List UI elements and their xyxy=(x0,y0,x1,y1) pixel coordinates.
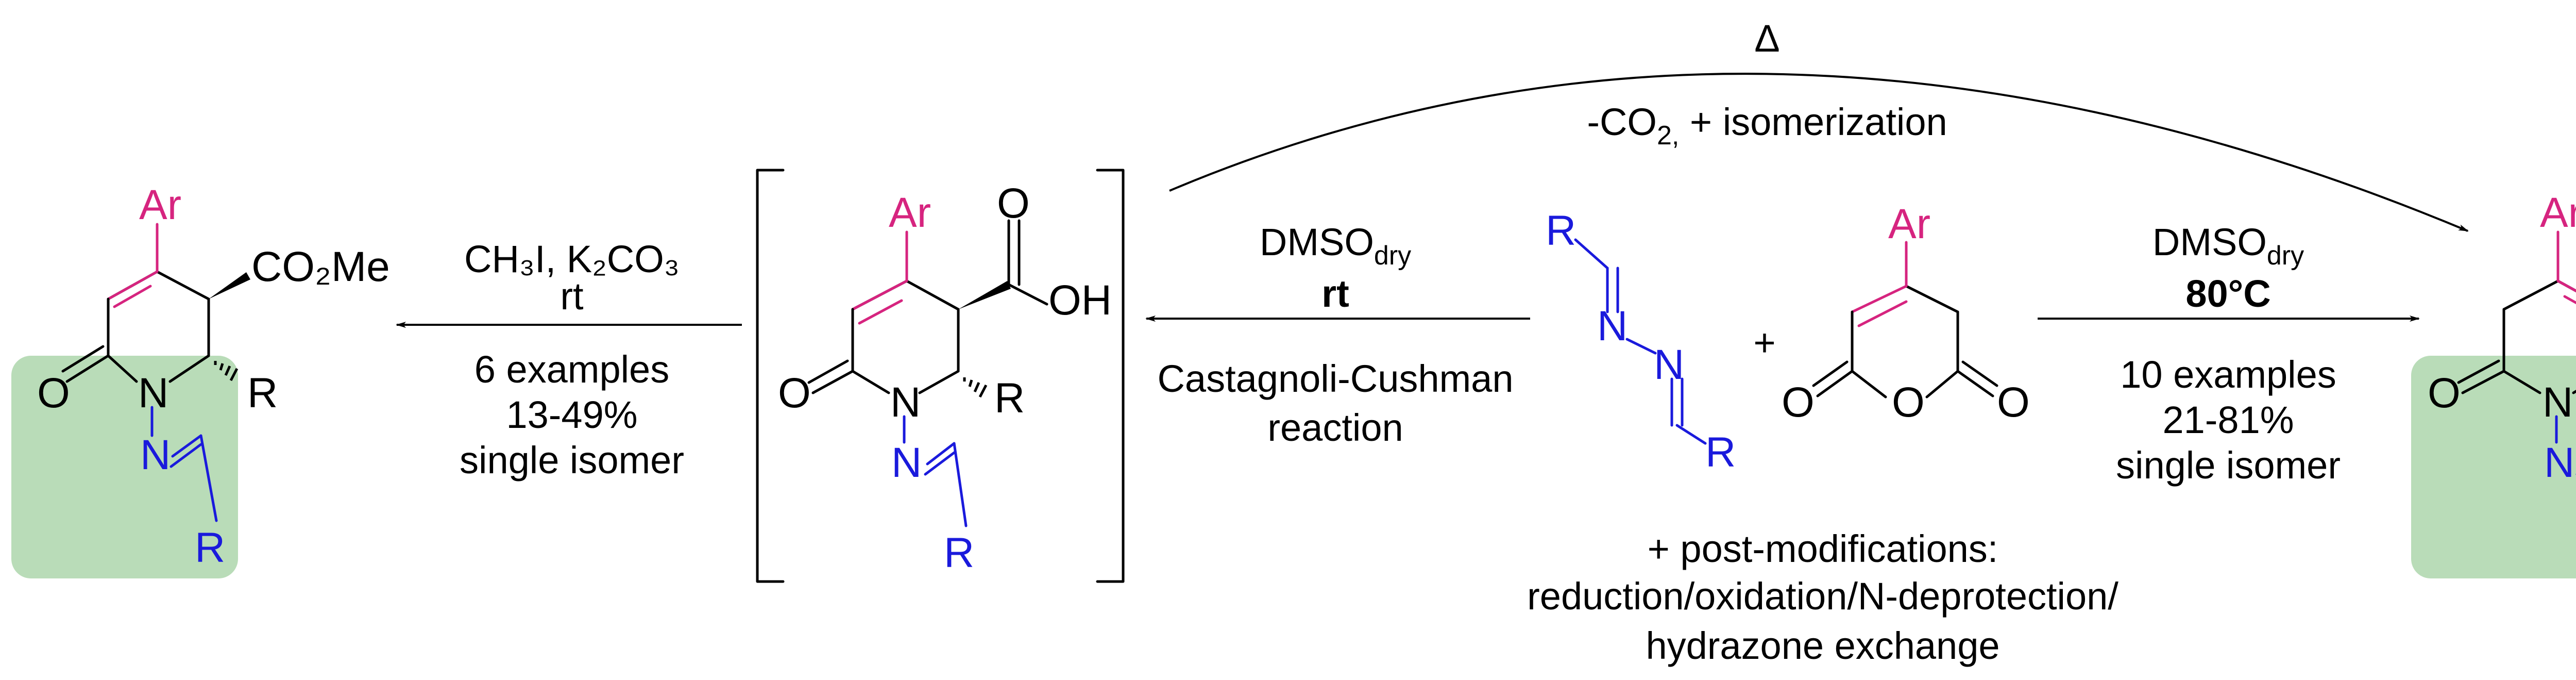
hydroxyl-label: OH xyxy=(1048,277,1112,324)
carbonyl-oxygen-right-label: O xyxy=(1997,379,2030,426)
ring-oxygen-label: O xyxy=(1892,379,1925,426)
aryl-label: Ar xyxy=(889,189,931,236)
decarboxylated-product: Ar O N R N R xyxy=(2428,189,2576,486)
azine-r2-label: R xyxy=(1705,429,1736,476)
castagnoli-temperature: rt xyxy=(1321,272,1349,315)
thermal-conditions: DMSOdry 80°C 10 examples 21-81% single i… xyxy=(2116,221,2341,487)
glutaconic-anhydride-reactant: Ar O O O xyxy=(1782,201,2030,426)
plus-sign: + xyxy=(1753,321,1775,364)
methyl-ester-product: Ar CO₂Me O N R N R xyxy=(37,181,390,571)
azine-n2-label: N xyxy=(1654,341,1684,388)
castagnoli-name-line1: Castagnoli-Cushman xyxy=(1157,357,1513,400)
bracket-left xyxy=(756,169,785,583)
thermal-isomer: single isomer xyxy=(2116,444,2341,487)
thermal-examples: 10 examples xyxy=(2120,353,2336,396)
thermal-temperature: 80°C xyxy=(2185,272,2270,315)
nitrogen-label: N xyxy=(138,370,168,417)
hydrazone-r-label: R xyxy=(195,524,225,571)
decarboxylation-label: -CO2, + isomerization xyxy=(1587,101,1947,151)
aryl-label: Ar xyxy=(1888,201,1930,247)
aryl-label: Ar xyxy=(2540,189,2576,236)
aryl-label: Ar xyxy=(139,181,181,228)
azine-n1-label: N xyxy=(1597,303,1628,350)
carbonyl-oxygen-label: O xyxy=(997,180,1030,227)
hydrazone-n-label: N xyxy=(140,432,171,478)
thermal-solvent: DMSOdry xyxy=(2153,221,2304,271)
castagnoli-conditions: DMSOdry rt Castagnoli-Cushman reaction xyxy=(1157,221,1513,449)
highlight-box-left xyxy=(11,356,238,578)
post-modifications-line2: reduction/oxidation/N-deprotection/ xyxy=(1527,575,2119,618)
post-modifications: + post-modifications: reduction/oxidatio… xyxy=(1527,527,2119,667)
post-modifications-line1: + post-modifications: xyxy=(1648,527,1998,570)
post-modifications-line3: hydrazone exchange xyxy=(1646,624,1999,667)
methylation-examples: 6 examples xyxy=(474,348,669,391)
decarboxylation-arrow xyxy=(1169,73,2469,232)
nitrogen-label: N xyxy=(2543,379,2573,426)
heat-symbol: Δ xyxy=(1754,17,1780,60)
methylation-reagents: CH₃I, K₂CO₃ xyxy=(464,238,680,280)
castagnoli-name-line2: reaction xyxy=(1267,406,1403,449)
methylation-conditions: CH₃I, K₂CO₃ rt 6 examples 13-49% single … xyxy=(460,238,684,482)
methylation-temperature: rt xyxy=(560,275,584,318)
oxygen-label: O xyxy=(2428,370,2461,417)
castagnoli-solvent: DMSOdry xyxy=(1260,221,1411,271)
hydrazone-n-label: N xyxy=(2544,439,2574,486)
thermal-yield: 21-81% xyxy=(2162,399,2294,441)
methylation-isomer: single isomer xyxy=(460,439,684,482)
oxygen-label: O xyxy=(37,370,70,417)
hydrazone-n-label: N xyxy=(891,439,922,486)
r-label: R xyxy=(247,370,278,417)
methylation-yield: 13-49% xyxy=(506,393,637,436)
nitrogen-label: N xyxy=(890,379,921,426)
highlight-box-right xyxy=(2411,356,2576,578)
carboxylic-acid-intermediate: Ar O OH O N R N R xyxy=(778,180,1112,576)
oxygen-label: O xyxy=(778,370,811,417)
azine-r1-label: R xyxy=(1546,207,1576,254)
azine-reactant: R N N R xyxy=(1546,207,1736,476)
ester-label: CO₂Me xyxy=(251,243,390,290)
carbonyl-oxygen-left-label: O xyxy=(1782,379,1815,426)
bracket-right xyxy=(1096,169,1125,583)
r-label: R xyxy=(994,375,1025,422)
hydrazone-r-label: R xyxy=(944,529,974,576)
